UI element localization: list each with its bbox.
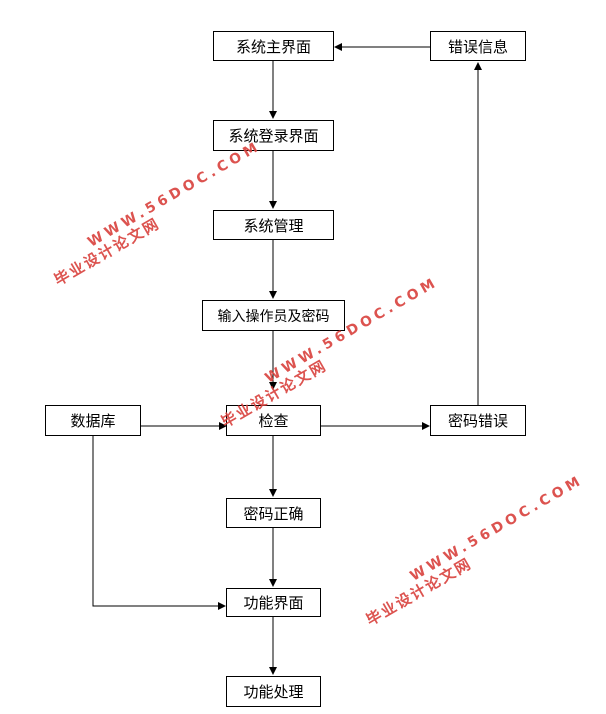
node-func-proc-label: 功能处理 bbox=[243, 683, 304, 701]
node-pwd-error-label: 密码错误 bbox=[447, 412, 508, 430]
node-database-label: 数据库 bbox=[70, 412, 116, 430]
node-main-ui-label: 系统主界面 bbox=[235, 37, 311, 56]
arrow-db-to-func bbox=[92, 436, 226, 610]
node-sys-mgmt: 系统管理 bbox=[213, 210, 334, 240]
node-login-ui: 系统登录界面 bbox=[213, 120, 334, 151]
node-pwd-error: 密码错误 bbox=[430, 405, 526, 436]
node-input-operator: 输入操作员及密码 bbox=[202, 300, 345, 331]
node-error-info: 错误信息 bbox=[430, 31, 526, 61]
node-pwd-ok-label: 密码正确 bbox=[243, 504, 304, 523]
node-check-label: 检查 bbox=[258, 412, 289, 430]
node-func-ui: 功能界面 bbox=[226, 588, 321, 617]
node-input-operator-label: 输入操作员及密码 bbox=[217, 308, 330, 325]
node-sys-mgmt-label: 系统管理 bbox=[243, 216, 304, 235]
node-error-info-label: 错误信息 bbox=[447, 37, 508, 56]
node-func-ui-label: 功能界面 bbox=[243, 594, 304, 612]
node-pwd-ok: 密码正确 bbox=[226, 498, 321, 528]
node-login-ui-label: 系统登录界面 bbox=[228, 127, 319, 145]
node-database: 数据库 bbox=[45, 405, 141, 436]
node-func-proc: 功能处理 bbox=[226, 676, 321, 707]
node-main-ui: 系统主界面 bbox=[213, 31, 334, 61]
node-check: 检查 bbox=[226, 405, 321, 436]
